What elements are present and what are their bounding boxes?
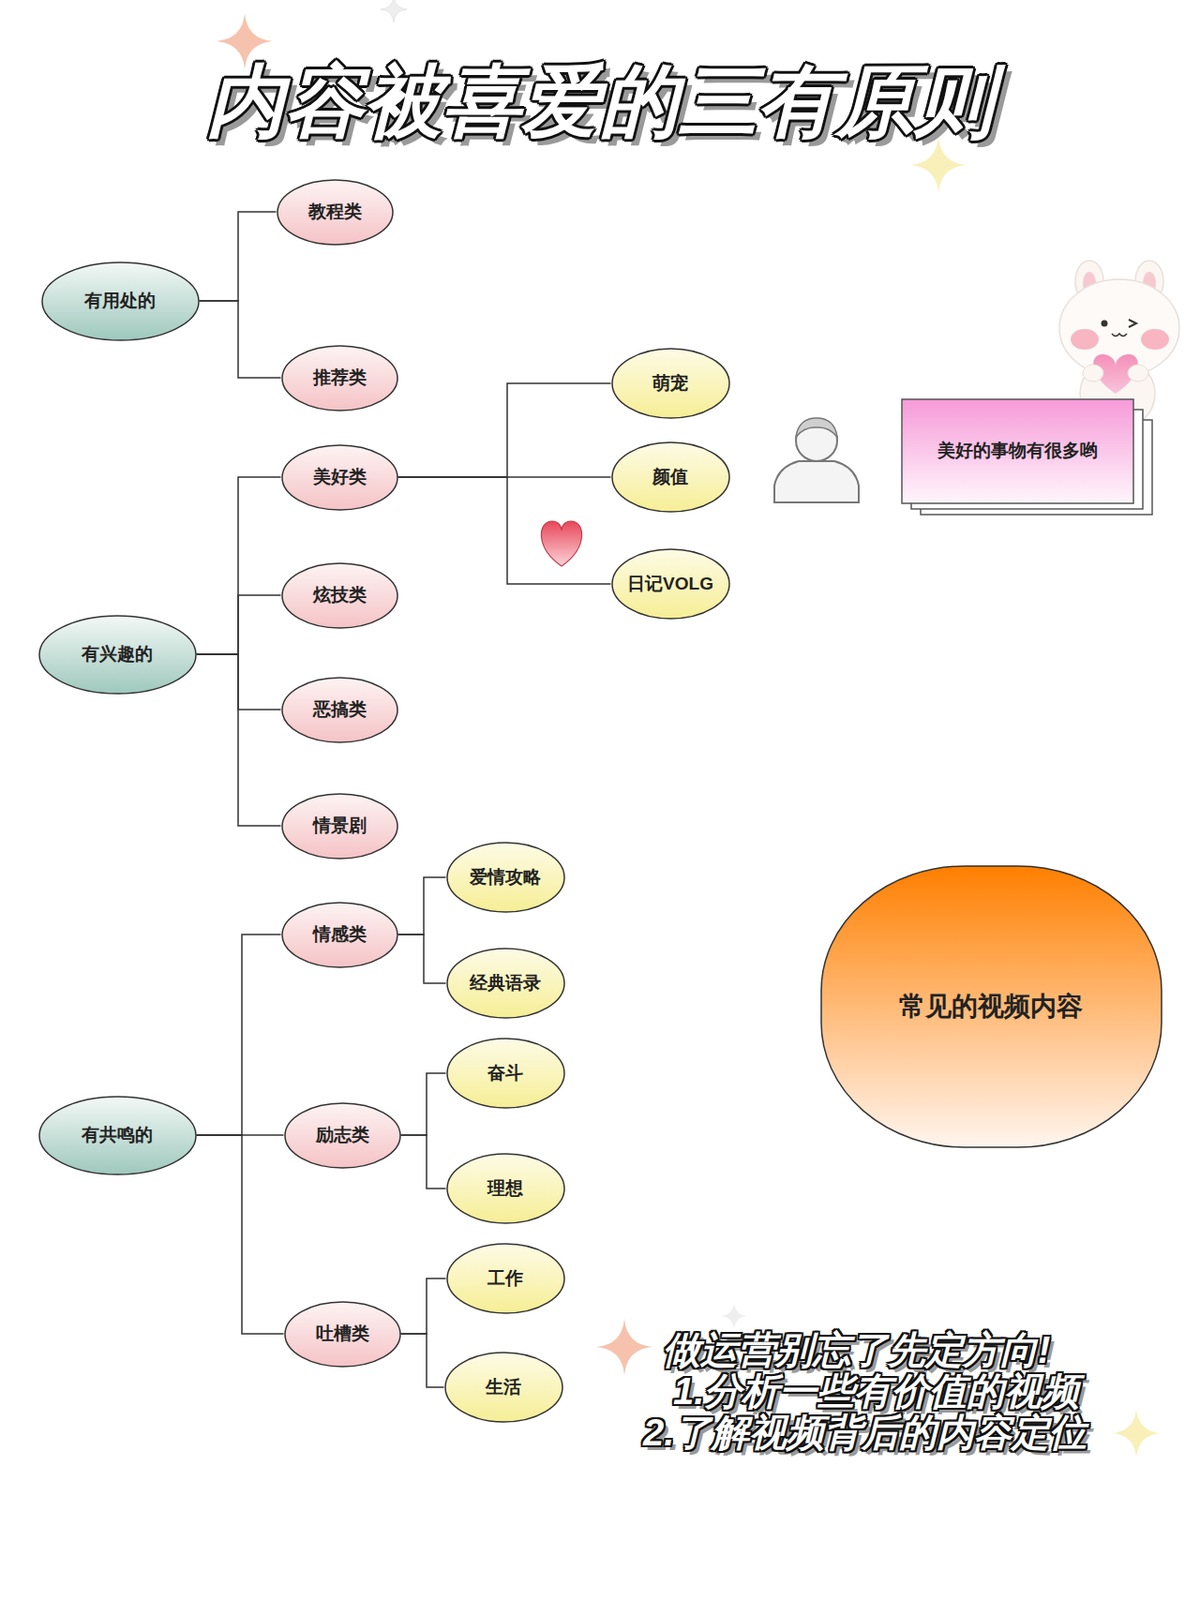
subtype-ellipse: 奋斗 [446,1037,566,1110]
category-ellipse: 有共鸣的 [38,1095,197,1176]
subtype-ellipse: 萌宠 [611,347,731,420]
type-ellipse: 教程类 [276,179,394,246]
note-line: 2.了解视频背后的内容定位 [643,1411,1087,1454]
node-label: 恶搞类 [313,699,367,721]
tree-connector [199,211,277,301]
type-ellipse: 情景剧 [281,793,399,860]
note-line: 1.分析一些有价值的视频 [673,1370,1080,1412]
type-ellipse: 情感类 [281,901,399,969]
type-ellipse: 美好类 [281,444,399,511]
heart-icon [540,521,582,567]
node-label: 励志类 [315,1125,370,1147]
node-label: 美好类 [313,466,367,489]
node-label: 有兴趣的 [81,644,153,666]
node-label: 萌宠 [652,373,689,395]
category-ellipse: 有兴趣的 [38,615,197,695]
subtype-ellipse: 经典语录 [446,947,566,1020]
sparkle-stars [216,0,1161,1458]
tree-connector [401,1334,445,1388]
type-ellipse: 吐槽类 [284,1301,402,1368]
node-label: 有共鸣的 [81,1125,153,1147]
node-label: 炫技类 [313,585,367,607]
node-label: 颜值 [652,466,689,489]
category-ellipse: 有用处的 [41,261,200,342]
page-title: 内容被喜爱的三有原则 [0,48,1200,156]
tree-connector [196,477,282,655]
node-label: 工作 [487,1268,524,1290]
summary-badge: 常见的视频内容 [820,865,1163,1149]
tree-connector [196,934,282,1136]
node-label: 情感类 [313,924,367,946]
node-label: 经典语录 [469,973,541,995]
node-label: 日记VOLG [627,573,714,596]
tree-connector [199,300,282,378]
tree-connector [401,1278,447,1335]
type-ellipse: 励志类 [284,1102,402,1170]
tree-connector [398,877,447,935]
subtype-ellipse: 颜值 [611,441,731,513]
node-label: 情景剧 [313,815,367,838]
tree-connector [398,477,612,585]
type-ellipse: 炫技类 [281,562,399,630]
node-label: 有用处的 [84,290,156,313]
node-label: 奋斗 [487,1063,524,1085]
subtype-ellipse: 爱情攻略 [446,841,566,914]
node-label: 生活 [485,1377,522,1399]
subtype-ellipse: 工作 [446,1243,566,1315]
tree-connector [196,1135,285,1335]
subtype-ellipse: 理想 [446,1153,566,1225]
node-label: 教程类 [308,201,362,224]
node-label: 推荐类 [313,367,367,390]
node-label: 常见的视频内容 [899,990,1083,1023]
subtype-ellipse: 日记VOLG [611,548,731,620]
type-ellipse: 推荐类 [281,345,399,412]
tree-connector [398,383,612,478]
node-label: 爱情攻略 [469,867,541,889]
tree-connector [398,934,447,984]
tree-connector [401,1073,447,1136]
node-label: 吐槽类 [315,1323,370,1346]
node-label: 理想 [487,1178,524,1200]
note-line: 做运营别忘了先定方向! [662,1329,1050,1371]
person-icon [774,418,859,503]
tree-connector [196,654,282,826]
speech-card: 美好的事物有很多哟 [901,399,1134,504]
type-ellipse: 恶搞类 [281,676,399,744]
subtype-ellipse: 生活 [444,1351,564,1424]
node-label: 美好的事物有很多哟 [937,440,1098,463]
tree-connector [401,1135,447,1189]
tree-connector [196,595,282,655]
